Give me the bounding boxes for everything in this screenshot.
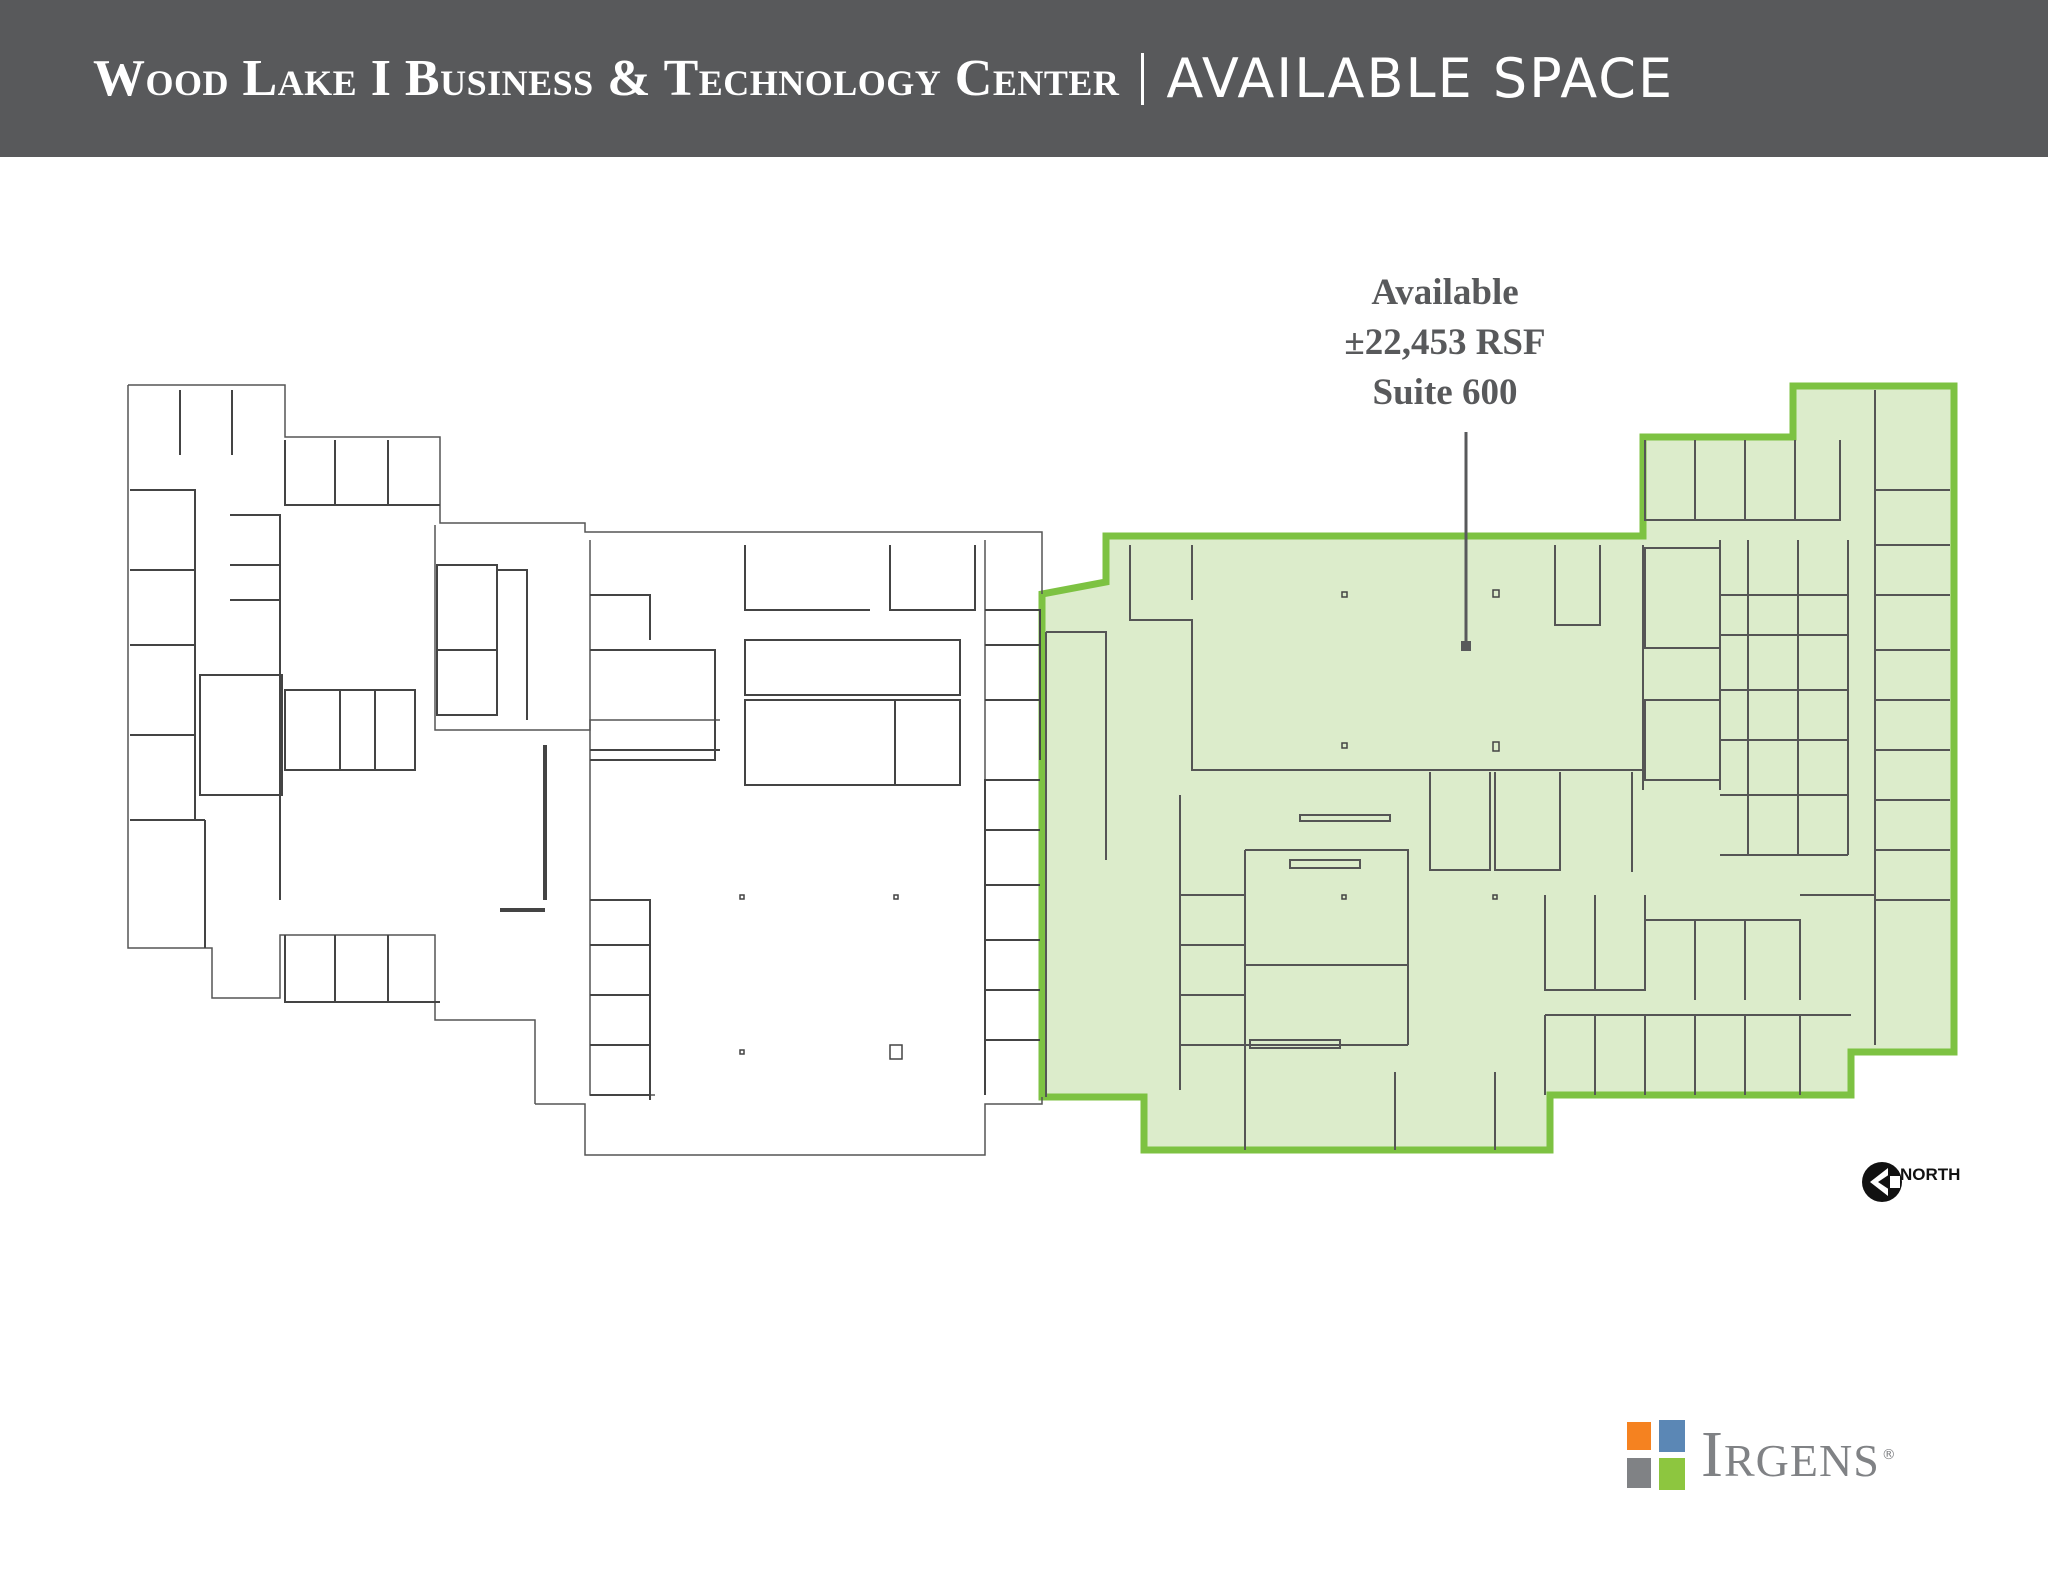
available-area: ±22,453 RSF (1344, 322, 1546, 363)
irgens-wordmark: Irgens (1701, 1418, 1880, 1491)
available-suite-area[interactable] (1038, 382, 1958, 1154)
north-arrow-icon (1862, 1162, 1902, 1202)
available-callout: Available ±22,453 RSF Suite 600 (1245, 268, 1645, 418)
irgens-logo-icon (1627, 1420, 1685, 1490)
north-arrow: NORTH (1860, 1160, 1960, 1204)
north-label: NORTH (1900, 1165, 1961, 1184)
available-suite: Suite 600 (1372, 372, 1518, 413)
page-title: Wood Lake I Business & Technology Center (93, 50, 1120, 107)
page-subtitle: AVAILABLE SPACE (1166, 47, 1675, 110)
floor-plan (127, 382, 1958, 1156)
title-separator (1141, 52, 1145, 105)
irgens-logo: Irgens ® (1625, 1420, 1896, 1490)
left-wing-outline (127, 384, 1043, 1156)
header-bar: Wood Lake I Business & Technology Center… (0, 0, 2048, 157)
available-label: Available (1371, 272, 1519, 313)
callout-marker (1461, 641, 1471, 651)
registered-mark: ® (1881, 1447, 1896, 1463)
left-wing-rooms (130, 390, 1041, 1100)
column-markers (739, 589, 1500, 1060)
suite-600-rooms (1045, 390, 1950, 1150)
